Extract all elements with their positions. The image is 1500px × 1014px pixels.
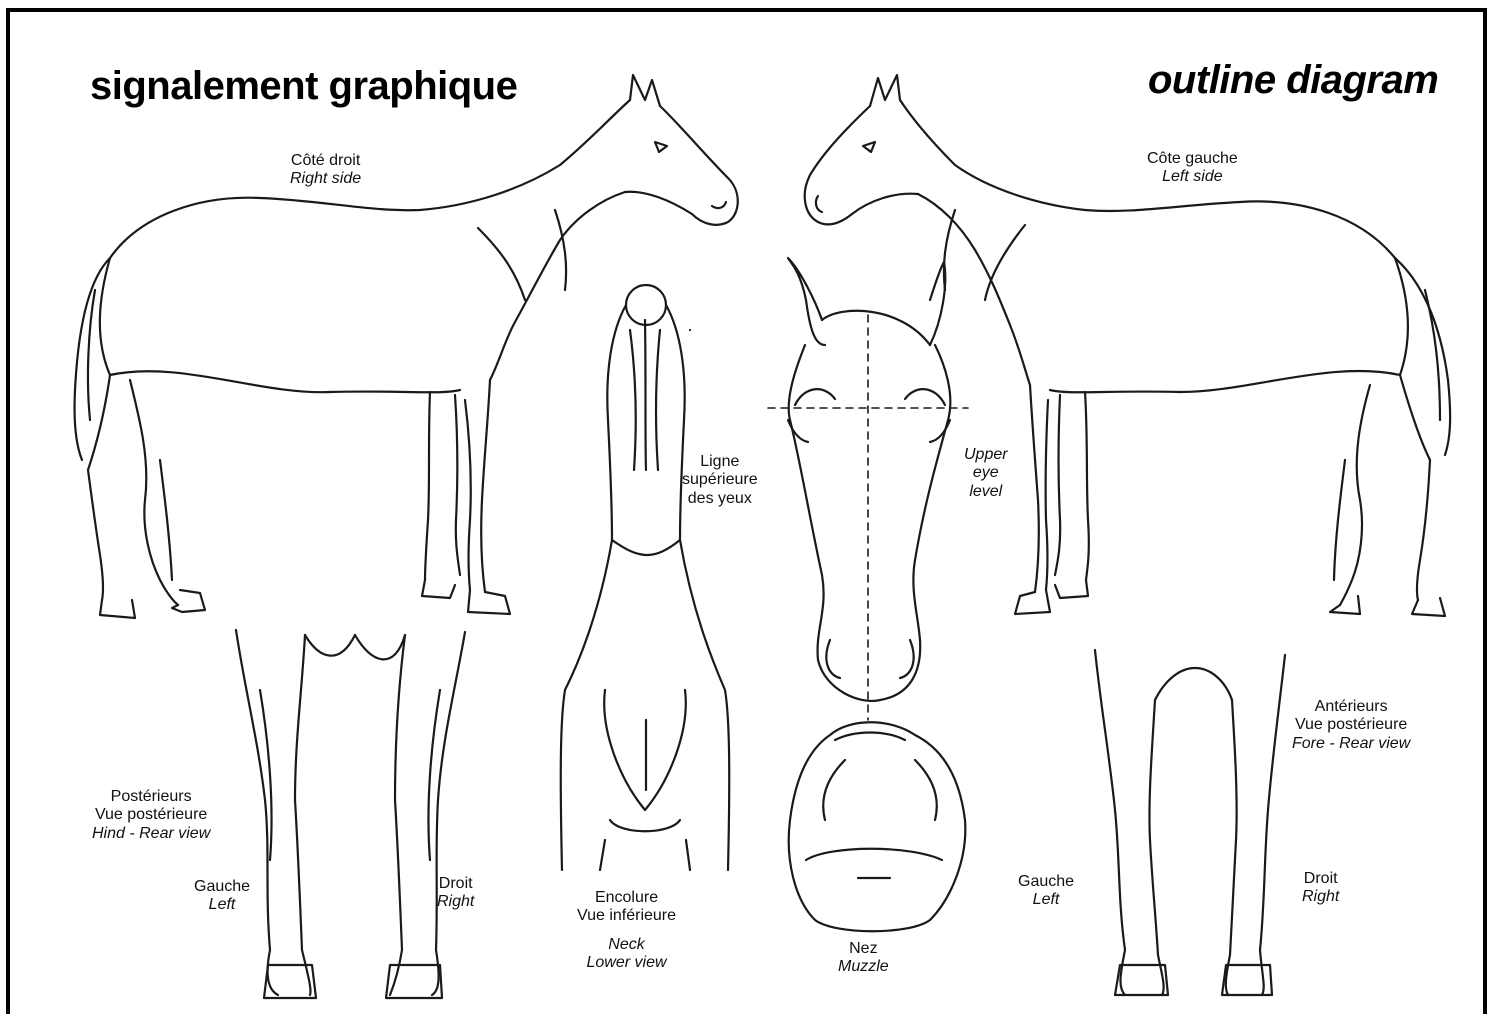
label-upper-eye-3: level <box>964 483 1008 501</box>
label-neck: Encolure Vue inférieure Neck Lower view <box>577 889 676 973</box>
label-right-side: Côté droit Right side <box>290 152 361 189</box>
label-hind-2: Vue postérieure <box>92 806 210 824</box>
horse-right-side <box>75 75 738 618</box>
label-fore: Antérieurs Vue postérieure Fore - Rear v… <box>1292 698 1410 753</box>
label-eye-line-2: supérieure <box>682 471 758 489</box>
label-hind-3: Hind - Rear view <box>92 825 210 843</box>
label-fore-right-en: Right <box>1302 888 1339 906</box>
horse-left-side <box>805 75 1450 616</box>
label-fore-left: Gauche Left <box>1018 873 1074 910</box>
title-english: outline diagram <box>1148 58 1438 103</box>
label-fore-left-fr: Gauche <box>1018 873 1074 891</box>
label-upper-eye-2: eye <box>964 464 1008 482</box>
hind-legs-rear-view <box>236 630 465 998</box>
label-eye-line-3: des yeux <box>682 490 758 508</box>
label-hind-right: Droit Right <box>437 875 474 912</box>
label-left-side: Côte gauche Left side <box>1147 150 1238 187</box>
label-muzzle-en: Muzzle <box>838 958 889 976</box>
label-left-side-fr: Côte gauche <box>1147 150 1238 168</box>
label-eye-line: Ligne supérieure des yeux <box>682 453 758 508</box>
label-hind: Postérieurs Vue postérieure Hind - Rear … <box>92 788 210 843</box>
label-neck-4: Lower view <box>577 954 676 972</box>
fore-legs-rear-view <box>1095 650 1285 995</box>
label-hind-1: Postérieurs <box>92 788 210 806</box>
label-hind-left-fr: Gauche <box>194 878 250 896</box>
label-upper-eye-1: Upper <box>964 446 1008 464</box>
label-fore-right: Droit Right <box>1302 870 1339 907</box>
head-front-view <box>768 258 968 720</box>
muzzle-view <box>789 722 966 931</box>
label-left-side-en: Left side <box>1147 168 1238 186</box>
label-right-side-fr: Côté droit <box>290 152 361 170</box>
label-fore-2: Vue postérieure <box>1292 716 1410 734</box>
neck-lower-view <box>561 285 729 870</box>
label-eye-line-1: Ligne <box>682 453 758 471</box>
label-hind-right-en: Right <box>437 893 474 911</box>
label-neck-2: Vue inférieure <box>577 907 676 925</box>
title-french: signalement graphique <box>90 64 517 109</box>
label-hind-left: Gauche Left <box>194 878 250 915</box>
label-hind-left-en: Left <box>194 896 250 914</box>
label-hind-right-fr: Droit <box>437 875 474 893</box>
label-fore-right-fr: Droit <box>1302 870 1339 888</box>
label-fore-left-en: Left <box>1018 891 1074 909</box>
label-neck-3: Neck <box>577 936 676 954</box>
label-right-side-en: Right side <box>290 170 361 188</box>
label-fore-3: Fore - Rear view <box>1292 735 1410 753</box>
label-muzzle: Nez Muzzle <box>838 940 889 977</box>
label-fore-1: Antérieurs <box>1292 698 1410 716</box>
label-muzzle-fr: Nez <box>838 940 889 958</box>
label-upper-eye-level: Upper eye level <box>964 446 1008 501</box>
label-neck-1: Encolure <box>577 889 676 907</box>
